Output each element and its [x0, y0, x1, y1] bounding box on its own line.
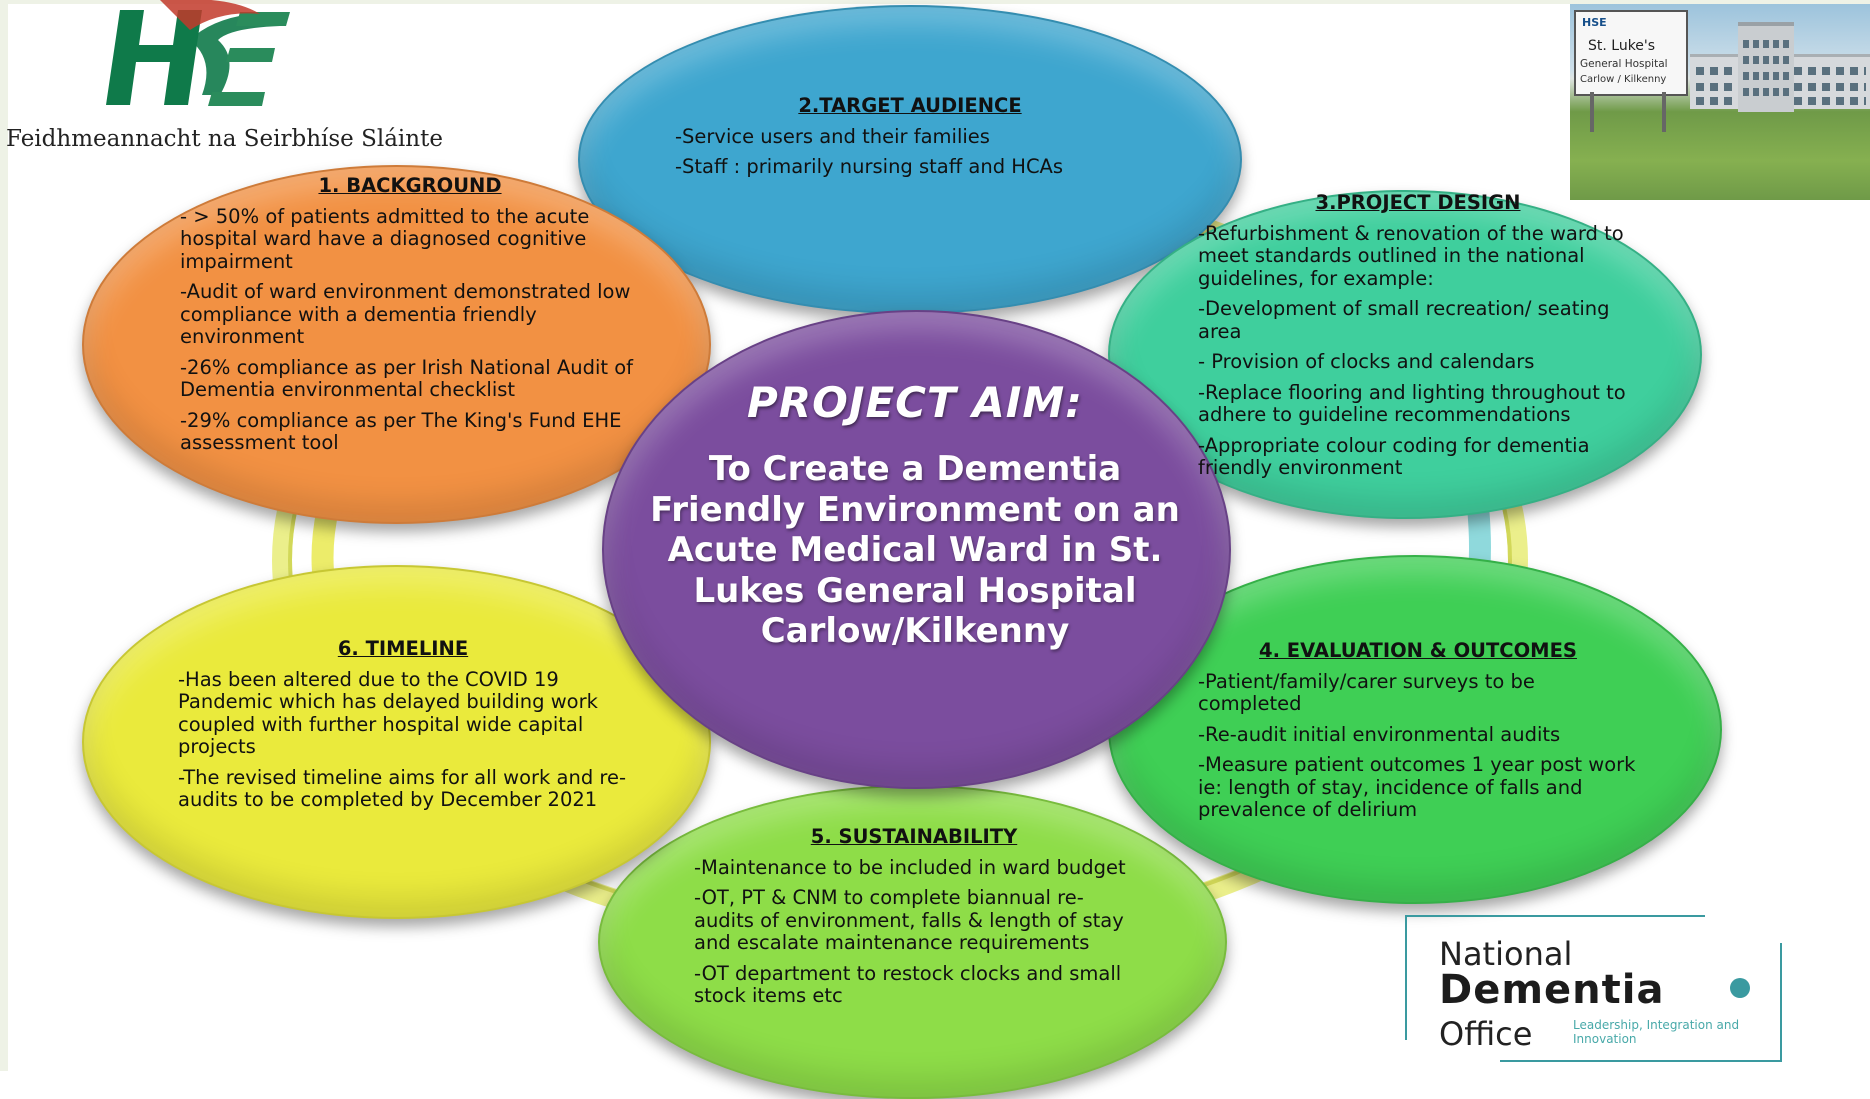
list-item: -Re-audit initial environmental audits	[1198, 722, 1561, 746]
hse-caption: Feidhmeannacht na Seirbhíse Sláinte	[6, 126, 443, 152]
background-ellipse	[82, 165, 711, 524]
sign-post	[1590, 92, 1594, 132]
timeline-section: 6. TIMELINE -Has been altered due to the…	[178, 637, 628, 820]
sustainability-ellipse	[598, 785, 1227, 1099]
sign-line-3: Carlow / Kilkenny	[1580, 74, 1667, 85]
slide-edge	[0, 0, 8, 1071]
section-title: 2.TARGET AUDIENCE	[798, 94, 1022, 117]
hse-logo	[106, 0, 290, 106]
list-item: -Appropriate colour coding for dementia …	[1198, 433, 1590, 479]
building-tower	[1738, 22, 1794, 112]
project-aim-title: PROJECT AIM:	[747, 378, 1083, 427]
hospital-sign: HSE St. Luke's General Hospital Carlow /…	[1574, 10, 1688, 96]
sign-post	[1662, 92, 1666, 132]
list-item: - > 50% of patients admitted to the acut…	[180, 204, 590, 273]
list-item: -26% compliance as per Irish National Au…	[180, 355, 634, 401]
section-title: 1. BACKGROUND	[318, 174, 502, 197]
project-aim-text: To Create a Dementia Friendly Environmen…	[650, 449, 1180, 651]
ndo-mark-icon	[1730, 978, 1750, 998]
slide-edge-top	[0, 0, 1870, 4]
section-title: 6. TIMELINE	[337, 637, 469, 660]
ndo-line-3: Office	[1439, 1015, 1533, 1053]
ndo-logo: National Dementia Office Leadership, Int…	[1405, 915, 1785, 1065]
project-aim: PROJECT AIM: To Create a Dementia Friend…	[640, 378, 1190, 652]
list-item: -29% compliance as per The King's Fund E…	[180, 408, 622, 454]
list-item: -Measure patient outcomes 1 year post wo…	[1198, 753, 1636, 821]
list-item: -OT, PT & CNM to complete biannual re-au…	[694, 886, 1124, 954]
ndo-tagline: Leadership, Integration and Innovation	[1573, 1018, 1740, 1046]
list-item: -OT department to restock clocks and sma…	[694, 961, 1122, 1007]
ndo-line-2: Dementia	[1439, 967, 1665, 1013]
background-section: 1. BACKGROUND - > 50% of patients admitt…	[180, 174, 640, 463]
sign-logo: HSE	[1582, 16, 1607, 29]
list-item: -Patient/family/carer surveys to be comp…	[1198, 669, 1535, 715]
ndo-line-1: National	[1439, 935, 1573, 973]
list-item: -Audit of ward environment demonstrated …	[180, 280, 631, 348]
hospital-photo: HSE St. Luke's General Hospital Carlow /…	[1570, 4, 1870, 200]
list-item: -Staff : primarily nursing staff and HCA…	[675, 155, 1064, 178]
section-title: 3.PROJECT DESIGN	[1315, 191, 1521, 214]
project-aim-ellipse	[602, 310, 1231, 789]
list-item: - Provision of clocks and calendars	[1198, 350, 1535, 373]
section-title: 4. EVALUATION & OUTCOMES	[1259, 639, 1577, 662]
list-item: -Has been altered due to the COVID 19 Pa…	[178, 667, 598, 758]
sign-line-1: St. Luke's	[1588, 38, 1656, 54]
list-item: -Refurbishment & renovation of the ward …	[1198, 221, 1624, 290]
sign-line-2: General Hospital	[1580, 58, 1668, 70]
project-design-section: 3.PROJECT DESIGN -Refurbishment & renova…	[1198, 191, 1638, 488]
list-item: -Replace flooring and lighting throughou…	[1198, 380, 1626, 426]
list-item: -The revised timeline aims for all work …	[178, 765, 627, 811]
evaluation-section: 4. EVALUATION & OUTCOMES -Patient/family…	[1198, 639, 1638, 830]
section-title: 5. SUSTAINABILITY	[810, 825, 1018, 848]
timeline-ellipse	[82, 565, 711, 919]
list-item: -Maintenance to be included in ward budg…	[694, 855, 1126, 879]
target-audience-section: 2.TARGET AUDIENCE -Service users and the…	[675, 94, 1145, 187]
list-item: -Development of small recreation/ seatin…	[1198, 297, 1610, 343]
sustainability-section: 5. SUSTAINABILITY -Maintenance to be inc…	[694, 825, 1134, 1016]
list-item: -Service users and their families	[675, 124, 990, 148]
